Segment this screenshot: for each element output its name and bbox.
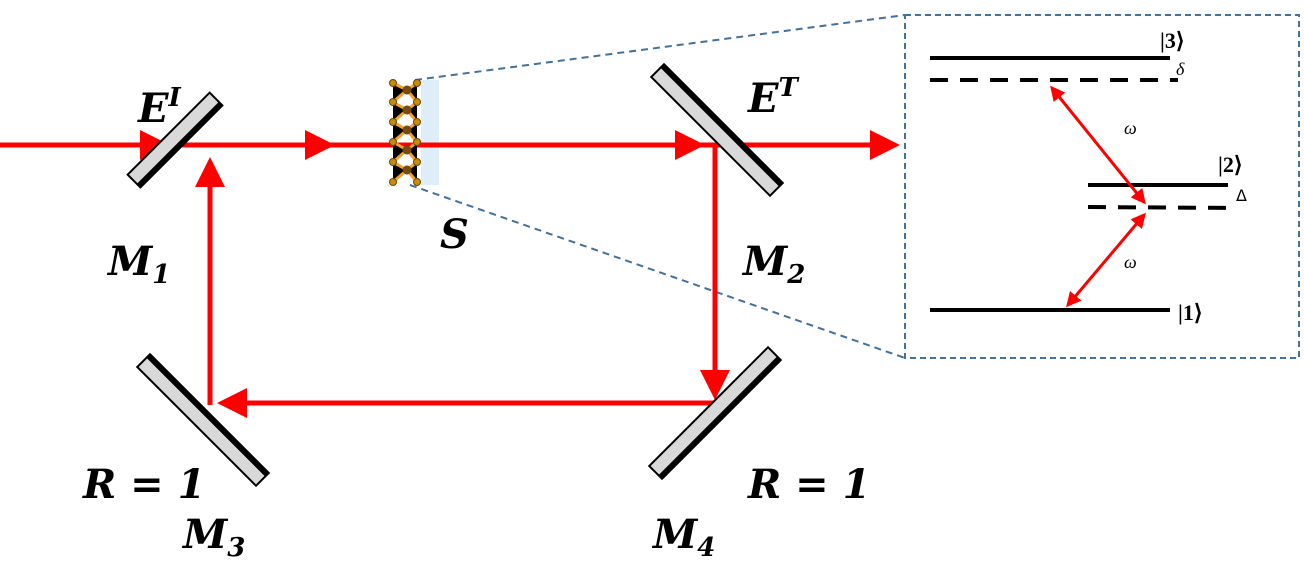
mirror-m4 [647, 345, 783, 481]
level-1-label: |1⟩ [1178, 300, 1202, 325]
mirror-m2-label: M2 [741, 238, 805, 290]
lower-transition-arrow [1066, 212, 1146, 308]
transmitted-field-label: ET [747, 73, 800, 122]
sample-label: S [440, 211, 469, 258]
omega-upper-label: ω [1124, 118, 1137, 138]
level-3-label: |3⟩ [1160, 28, 1184, 53]
sample-s [389, 79, 439, 186]
mirror-m1 [126, 91, 224, 189]
mirror-m3 [135, 352, 271, 488]
zoom-connector-bottom [409, 184, 906, 359]
energy-levels [930, 56, 1239, 312]
mirror-m1-label: M1 [106, 238, 170, 290]
level-2-label: |2⟩ [1218, 152, 1242, 177]
omega-lower-label: ω [1124, 252, 1137, 272]
mirror-m3-label: M3 [181, 511, 245, 563]
mirror-m2 [649, 62, 785, 198]
reflectivity-right-label: R = 1 [747, 461, 870, 508]
reflectivity-left-label: R = 1 [82, 461, 205, 508]
upper-transition-arrow [1050, 85, 1146, 205]
large-detuning-label: Δ [1236, 186, 1247, 205]
level-2-virtual-line [1087, 205, 1239, 210]
mirror-m4-label: M4 [651, 511, 715, 563]
small-detuning-label: δ [1176, 59, 1185, 79]
zoom-connector-top [414, 14, 906, 81]
incident-field-label: EI [137, 83, 182, 132]
